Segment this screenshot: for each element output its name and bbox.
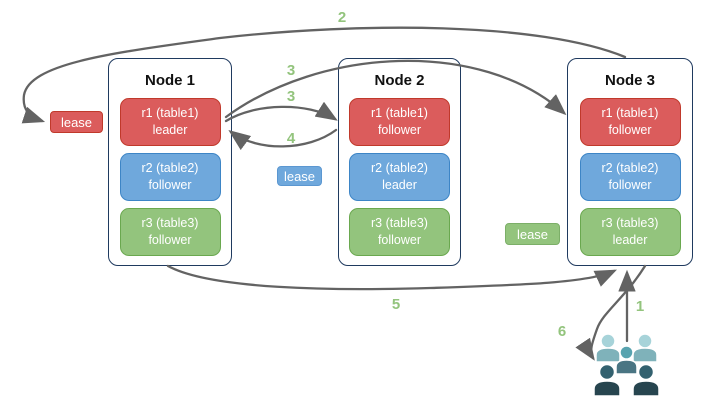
replica-name: r3 (table3) — [141, 216, 199, 230]
step-label-5: 5 — [391, 296, 401, 313]
arrow-step-3-to-node2 — [224, 101, 338, 123]
replica-name: r3 (table3) — [601, 216, 659, 230]
step-label-3b: 3 — [286, 88, 296, 105]
replica-role: follower — [148, 178, 192, 192]
node-2-title: Node 2 — [374, 72, 425, 89]
user-dark-right-icon — [632, 363, 660, 397]
node-1-box: Node 1 r1 (table1) leader r2 (table2) fo… — [108, 58, 232, 266]
replica-name: r1 (table1) — [371, 106, 428, 120]
node-3-title: Node 3 — [604, 72, 655, 89]
replica-role: follower — [377, 233, 422, 247]
node-3-replica-r2: r2 (table2) follower — [579, 153, 681, 201]
node-2-replica-r3: r3 (table3) follower — [349, 208, 450, 256]
node-2-box: Node 2 r1 (table1) follower r2 (table2) … — [338, 58, 461, 266]
replica-name: r2 (table2) — [141, 161, 199, 175]
node-1-replica-r3: r3 (table3) follower — [119, 208, 221, 256]
node-1-title: Node 1 — [144, 72, 195, 89]
replica-name: r2 (table2) — [601, 161, 659, 175]
node-3-box: Node 3 r1 (table1) follower r2 (table2) … — [567, 58, 693, 266]
replica-name: r3 (table3) — [371, 216, 428, 230]
step-label-6: 6 — [557, 323, 567, 340]
replica-name: r1 (table1) — [601, 106, 659, 120]
lease-badge-blue: lease — [277, 166, 322, 186]
node-2-replica-r1: r1 (table1) follower — [349, 98, 450, 146]
replica-role: leader — [152, 123, 188, 137]
replica-name: r2 (table2) — [371, 161, 428, 175]
step-label-1: 1 — [635, 298, 645, 315]
replica-name: r1 (table1) — [141, 106, 199, 120]
replica-role: follower — [608, 178, 652, 192]
step-label-3a: 3 — [286, 62, 296, 79]
replica-role: follower — [377, 123, 422, 137]
user-mid-center-icon — [615, 345, 638, 375]
lease-badge-red: lease — [50, 111, 103, 133]
user-light-left-icon — [595, 333, 621, 363]
replica-role: leader — [612, 233, 648, 247]
node-1-replica-r2: r2 (table2) follower — [119, 153, 221, 201]
replica-role: follower — [608, 123, 652, 137]
node-3-replica-r3: r3 (table3) leader — [579, 208, 681, 256]
arrow-step-4 — [228, 128, 338, 151]
step-label-2: 2 — [337, 9, 347, 26]
replica-role: follower — [148, 233, 192, 247]
replica-role: leader — [382, 178, 417, 192]
node-2-replica-r2: r2 (table2) leader — [349, 153, 450, 201]
node-1-replica-r1: r1 (table1) leader — [119, 98, 221, 146]
node-3-replica-r1: r1 (table1) follower — [579, 98, 681, 146]
lease-badge-green: lease — [505, 223, 560, 245]
step-label-4: 4 — [286, 130, 296, 147]
user-light-right-icon — [632, 333, 658, 363]
user-dark-left-icon — [593, 363, 621, 397]
arrow-step-5 — [166, 264, 617, 291]
users-icon — [593, 333, 660, 397]
